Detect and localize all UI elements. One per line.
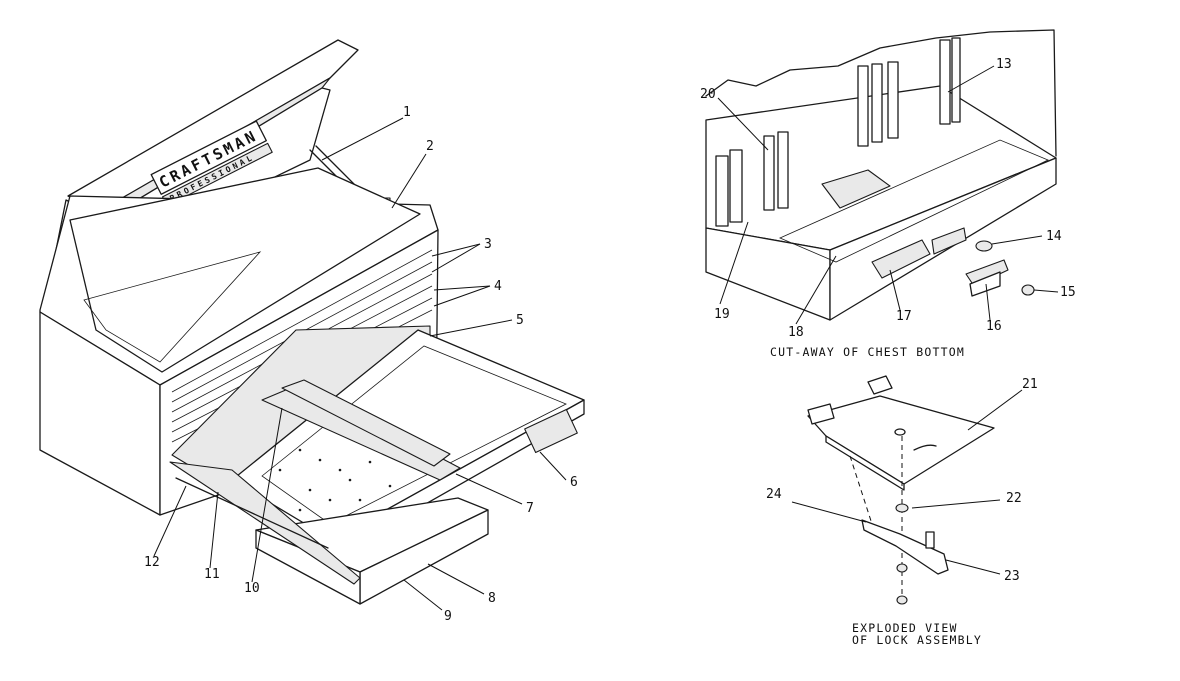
callout-23: 23	[1004, 569, 1020, 584]
callout-labels: 1 2 3 4 5 6 7 8 9 10 11 12 13 14 15 16 1…	[144, 57, 1076, 624]
callout-4: 4	[494, 279, 502, 294]
callout-21: 21	[1022, 377, 1038, 392]
lock-caption-line1: EXPLODED VIEW	[852, 621, 958, 635]
callout-6: 6	[570, 475, 578, 490]
cutaway-illustration: CUT-AWAY OF CHEST BOTTOM	[705, 29, 1059, 359]
callout-22: 22	[1006, 491, 1022, 506]
callout-18: 18	[788, 325, 804, 340]
lock-assembly-illustration: EXPLODED VIEW OF LOCK ASSEMBLY	[791, 375, 1023, 647]
cutaway-caption: CUT-AWAY OF CHEST BOTTOM	[770, 345, 965, 359]
callout-3: 3	[484, 237, 492, 252]
callout-12: 12	[144, 555, 160, 570]
callout-2: 2	[426, 139, 434, 154]
callout-11: 11	[204, 567, 220, 582]
callout-17: 17	[896, 309, 912, 324]
callout-10: 10	[244, 581, 260, 596]
callout-15: 15	[1060, 285, 1076, 300]
callout-24: 24	[766, 487, 782, 502]
cutaway-leader-lines	[717, 65, 1059, 325]
callout-20: 20	[700, 87, 716, 102]
callout-5: 5	[516, 313, 524, 328]
callout-1: 1	[403, 105, 411, 120]
callout-8: 8	[488, 591, 496, 606]
callout-9: 9	[444, 609, 452, 624]
tool-chest-illustration: CRAFTSMAN PROFESSIONAL	[39, 39, 585, 611]
lock-leader-lines	[791, 389, 1023, 575]
upright-brackets	[715, 37, 961, 227]
lock-caption-line2: OF LOCK ASSEMBLY	[852, 633, 982, 647]
callout-13: 13	[996, 57, 1012, 72]
callout-14: 14	[1046, 229, 1062, 244]
callout-16: 16	[986, 319, 1002, 334]
chest-leader-lines	[153, 117, 567, 611]
callout-19: 19	[714, 307, 730, 322]
callout-7: 7	[526, 501, 534, 516]
